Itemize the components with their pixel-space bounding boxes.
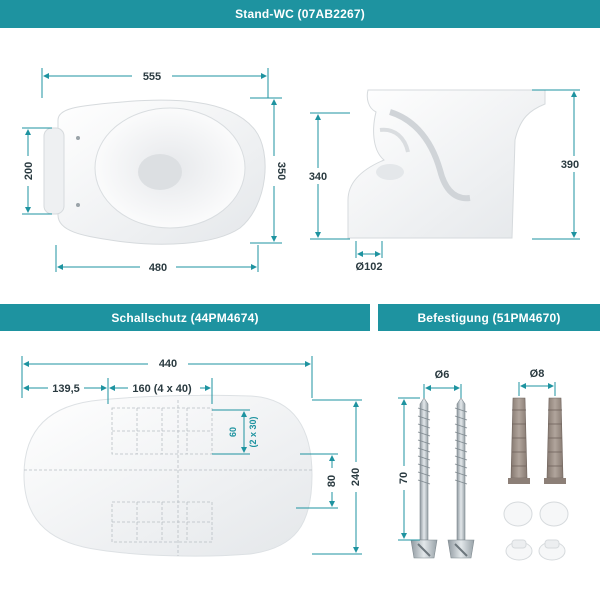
dim-dowel-diameter: Ø8	[530, 368, 545, 380]
fixing-screw-right	[447, 397, 475, 559]
dim-screw-length: 70	[398, 472, 410, 484]
fixing-dowel-right	[544, 397, 566, 484]
screw-dims	[398, 384, 462, 541]
dim-pad-height: 240	[350, 468, 362, 486]
fixing-dowel-left	[508, 397, 530, 484]
header-stand-wc: Stand-WC (07AB2267)	[0, 0, 600, 28]
dim-outlet: Ø102	[356, 261, 383, 273]
dim-pad-offset: 139,5	[52, 383, 80, 395]
dim-height-back: 390	[561, 159, 579, 171]
dim-grid-height-detail: (2 x 30)	[248, 416, 258, 447]
cover-caps	[503, 501, 569, 561]
sound-pad	[23, 394, 313, 557]
dim-pad-width: 440	[159, 358, 177, 370]
dim-depth: 350	[275, 162, 287, 180]
dim-grid-height: 60	[228, 427, 238, 437]
wc-top-view	[43, 99, 266, 245]
header-schallschutz: Schallschutz (44PM4674)	[0, 304, 370, 331]
dim-pad-half-height: 80	[326, 475, 338, 487]
dowel-dims	[518, 382, 556, 396]
header-befestigung: Befestigung (51PM4670)	[378, 304, 600, 331]
dim-base: 480	[149, 262, 167, 274]
dim-screw-diameter: Ø6	[435, 369, 450, 381]
fixing-screw-left	[410, 397, 438, 559]
dim-length: 555	[143, 71, 161, 83]
dim-width: 200	[23, 162, 35, 180]
dim-pad-grid: 160 (4 x 40)	[132, 383, 192, 395]
wc-side-view	[347, 89, 546, 239]
dim-height-front: 340	[309, 171, 327, 183]
